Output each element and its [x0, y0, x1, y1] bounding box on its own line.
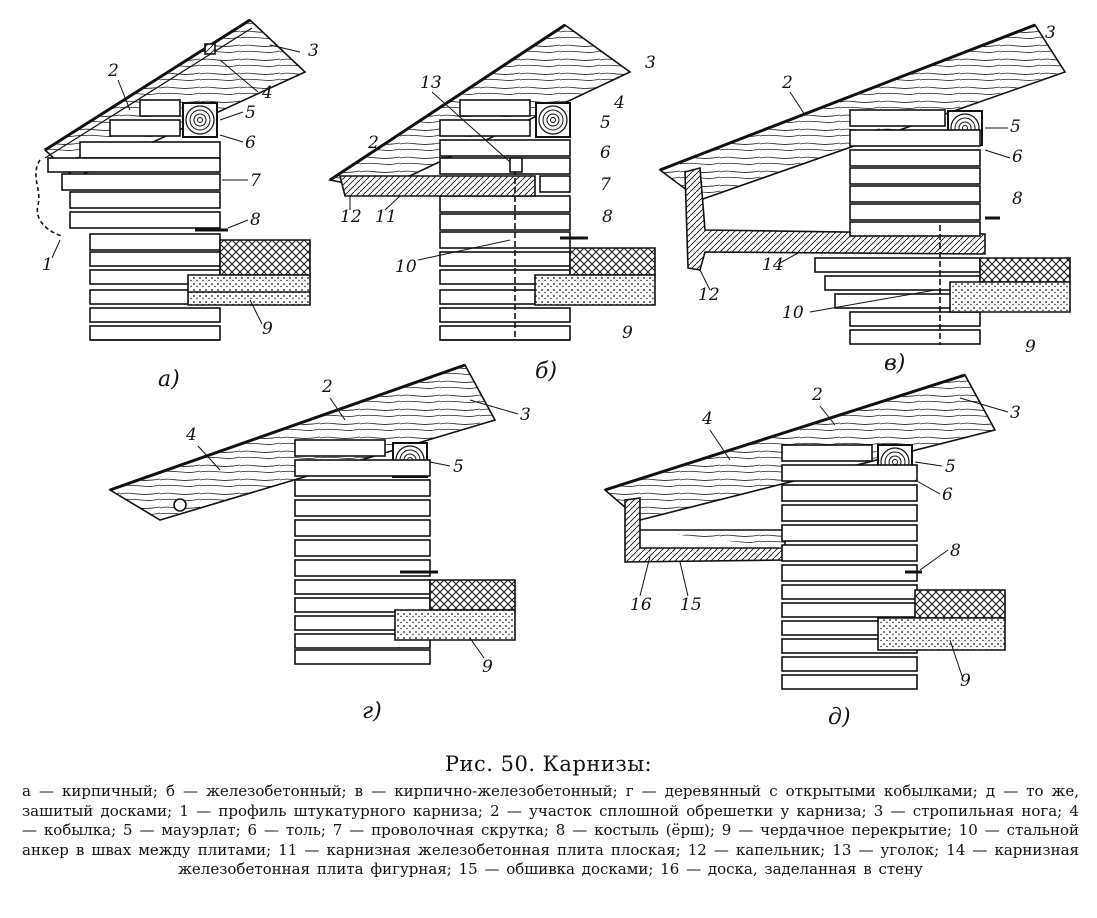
svg-text:11: 11	[375, 207, 397, 227]
svg-text:3: 3	[1010, 403, 1021, 423]
svg-text:6: 6	[1012, 147, 1023, 167]
brick-wall-d	[781, 444, 918, 690]
subfigure-v: 2 3 5 6 8 9 10 12 14	[658, 23, 1071, 357]
svg-text:8: 8	[1012, 189, 1023, 209]
svg-text:16: 16	[630, 595, 652, 615]
svg-text:15: 15	[680, 595, 702, 615]
svg-text:8: 8	[250, 210, 261, 230]
svg-text:9: 9	[960, 671, 971, 691]
svg-text:6: 6	[600, 143, 611, 163]
svg-text:14: 14	[762, 255, 784, 275]
svg-text:12: 12	[698, 285, 720, 305]
svg-text:2: 2	[107, 61, 119, 81]
svg-text:6: 6	[245, 133, 256, 153]
floor-a	[219, 239, 311, 276]
brick-wall-v	[814, 109, 981, 345]
caption-title: Рис. 50. Карнизы:	[444, 752, 653, 776]
subfigure-b: 13 2 3 4 5 6 7 8 9 10 12 11	[327, 23, 656, 343]
svg-text:6: 6	[942, 485, 953, 505]
svg-text:7: 7	[250, 171, 261, 191]
svg-text:2: 2	[367, 133, 379, 153]
svg-text:5: 5	[245, 103, 256, 123]
subfigure-a: 2 3 4 5 6 7 8 9 1	[35, 18, 319, 341]
svg-text:1: 1	[42, 255, 53, 275]
svg-text:3: 3	[645, 53, 656, 73]
svg-text:5: 5	[945, 457, 956, 477]
subfigure-label-v: в)	[884, 351, 905, 376]
slab-v	[684, 166, 986, 271]
svg-text:3: 3	[1045, 23, 1056, 43]
svg-text:9: 9	[262, 319, 273, 339]
svg-text:2: 2	[781, 73, 793, 93]
svg-text:8: 8	[950, 541, 961, 561]
svg-text:4: 4	[261, 83, 273, 103]
subfigure-d: 2 3 4 5 6 8 9 16 15	[603, 373, 1021, 691]
slab-b	[338, 175, 536, 197]
figure-drawing: 2 3 4 5 6 7 8 9 1	[35, 18, 1071, 730]
svg-text:4: 4	[701, 409, 713, 429]
svg-text:5: 5	[1010, 117, 1021, 137]
subfigure-g: 2 3 4 5 9	[108, 363, 531, 677]
figure-caption: Рис. 50. Карнизы: а — кирпичный; б — жел…	[0, 752, 1097, 880]
svg-text:5: 5	[453, 457, 464, 477]
caption-legend: а — кирпичный; б — железобетонный; в — к…	[22, 782, 1079, 878]
subfigure-label-a: а)	[158, 367, 180, 392]
svg-text:12: 12	[340, 207, 362, 227]
svg-text:5: 5	[600, 113, 611, 133]
svg-text:10: 10	[395, 257, 417, 277]
svg-text:4: 4	[185, 425, 197, 445]
svg-text:9: 9	[1025, 337, 1036, 357]
subfigure-label-g: г)	[362, 699, 382, 724]
svg-text:10: 10	[782, 303, 804, 323]
svg-text:2: 2	[321, 377, 333, 397]
subfigure-label-b: б)	[535, 359, 557, 384]
svg-text:13: 13	[420, 73, 442, 93]
svg-text:9: 9	[482, 657, 493, 677]
svg-text:7: 7	[600, 175, 611, 195]
svg-text:4: 4	[613, 93, 625, 113]
svg-text:8: 8	[602, 207, 613, 227]
mauerlat-a	[182, 102, 218, 138]
svg-text:3: 3	[520, 405, 531, 425]
svg-text:2: 2	[811, 385, 823, 405]
svg-text:3: 3	[308, 41, 319, 61]
svg-text:9: 9	[622, 323, 633, 343]
subfigure-label-d: д)	[828, 705, 851, 730]
